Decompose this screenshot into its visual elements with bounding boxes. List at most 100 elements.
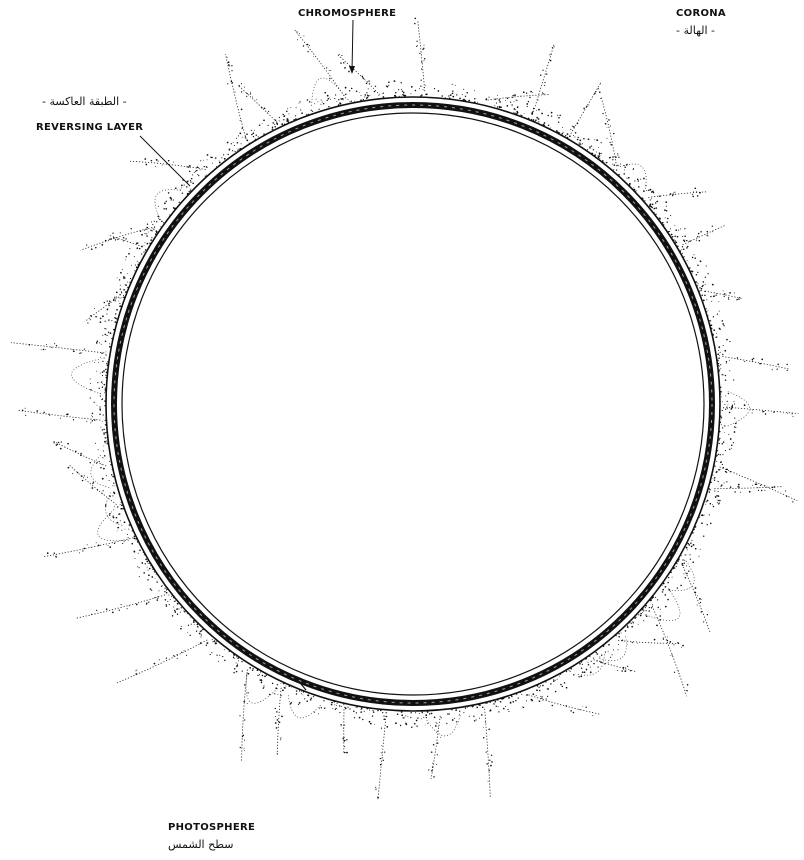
fringe-dot <box>718 346 720 348</box>
fringe-dot <box>558 122 559 123</box>
fringe-dot <box>542 700 543 701</box>
fringe-dot <box>723 325 724 326</box>
corona-dot <box>520 96 521 97</box>
fringe-dot <box>314 712 315 713</box>
fringe-dot <box>191 624 192 625</box>
fringe-dot <box>716 461 717 462</box>
fringe-dot <box>351 101 352 102</box>
fringe-dot <box>516 100 517 101</box>
fringe-dot <box>612 159 613 160</box>
corona-dot <box>231 70 232 71</box>
fringe-dot <box>104 358 105 359</box>
corona-dot <box>753 358 754 359</box>
corona-dot <box>386 716 387 717</box>
fringe-dot <box>500 701 502 703</box>
fringe-dot <box>722 374 723 375</box>
corona-dot <box>96 462 97 463</box>
corona-dot <box>730 471 731 472</box>
fringe-dot <box>580 676 582 678</box>
corona-streamer <box>714 487 782 489</box>
fringe-dot <box>528 101 529 102</box>
fringe-dot <box>655 597 656 598</box>
corona-dot <box>68 467 70 469</box>
corona-dot <box>762 411 763 412</box>
fringe-dot <box>383 718 385 720</box>
corona-dot <box>536 110 537 111</box>
fringe-dot <box>337 703 338 704</box>
fringe-dot <box>149 568 151 570</box>
corona-dot <box>785 490 786 491</box>
outer-limb-circle <box>106 97 720 711</box>
fringe-dot <box>698 556 699 557</box>
corona-dot <box>108 545 109 546</box>
corona-dot <box>140 231 141 232</box>
fringe-dot <box>416 726 417 727</box>
fringe-dot <box>239 133 241 135</box>
fringe-dot <box>349 101 350 102</box>
fringe-dot <box>173 207 174 208</box>
fringe-dot <box>258 136 259 137</box>
fringe-dot <box>117 277 118 278</box>
corona-dot <box>666 640 668 642</box>
corona-dot <box>608 119 610 121</box>
fringe-dot <box>702 515 703 516</box>
fringe-dot <box>363 99 364 100</box>
fringe-dot <box>654 212 655 213</box>
corona-dot <box>339 54 340 55</box>
fringe-dot <box>655 213 656 214</box>
fringe-dot <box>120 272 122 274</box>
fringe-dot <box>605 651 606 652</box>
corona-dot <box>245 136 246 137</box>
corona-dot <box>686 690 688 692</box>
corona-dot <box>241 83 242 84</box>
fringe-dot <box>112 485 113 486</box>
fringe-dot <box>120 504 121 505</box>
fringe-dot <box>551 116 552 117</box>
fringe-dot <box>612 164 613 165</box>
fringe-dot <box>101 381 102 382</box>
fringe-dot <box>104 441 106 443</box>
fringe-dot <box>212 639 213 640</box>
fringe-dot <box>402 717 403 718</box>
corona-dot <box>777 364 779 366</box>
fringe-dot <box>134 551 136 553</box>
fringe-dot <box>274 126 276 128</box>
fringe-dot <box>105 432 106 433</box>
corona-dot <box>54 552 55 553</box>
fringe-dot <box>407 716 408 717</box>
fringe-dot <box>670 228 671 229</box>
fringe-dot <box>628 177 630 179</box>
fringe-dot <box>116 292 118 294</box>
fringe-dot <box>498 711 499 712</box>
fringe-dot <box>672 577 673 578</box>
corona-dot <box>244 740 245 741</box>
corona-dot <box>491 755 492 756</box>
corona-streamer <box>682 564 710 632</box>
corona-dot <box>158 161 159 162</box>
fringe-dot <box>171 596 172 597</box>
corona-dot <box>108 305 110 307</box>
fringe-dot <box>717 502 718 503</box>
fringe-dot <box>98 362 99 363</box>
corona-dot <box>277 694 278 695</box>
fringe-dot <box>596 139 598 141</box>
corona-dot <box>362 76 364 78</box>
fringe-dot <box>517 106 519 108</box>
corona-dot <box>698 233 700 235</box>
fringe-dot <box>697 265 699 267</box>
fringe-dot <box>246 140 248 142</box>
corona-dot <box>764 490 765 491</box>
fringe-dot <box>526 103 528 105</box>
corona-dot <box>81 475 83 477</box>
fringe-dot <box>281 683 282 684</box>
fringe-dot <box>729 360 730 361</box>
corona-dot <box>256 99 257 100</box>
fringe-dot <box>410 712 411 713</box>
corona-dot <box>345 740 346 741</box>
fringe-dot <box>669 231 670 232</box>
fringe-dot <box>94 419 96 421</box>
fringe-dot <box>589 146 590 147</box>
fringe-dot <box>105 375 106 376</box>
fringe-dot <box>722 427 723 428</box>
corona-dot <box>307 44 309 46</box>
